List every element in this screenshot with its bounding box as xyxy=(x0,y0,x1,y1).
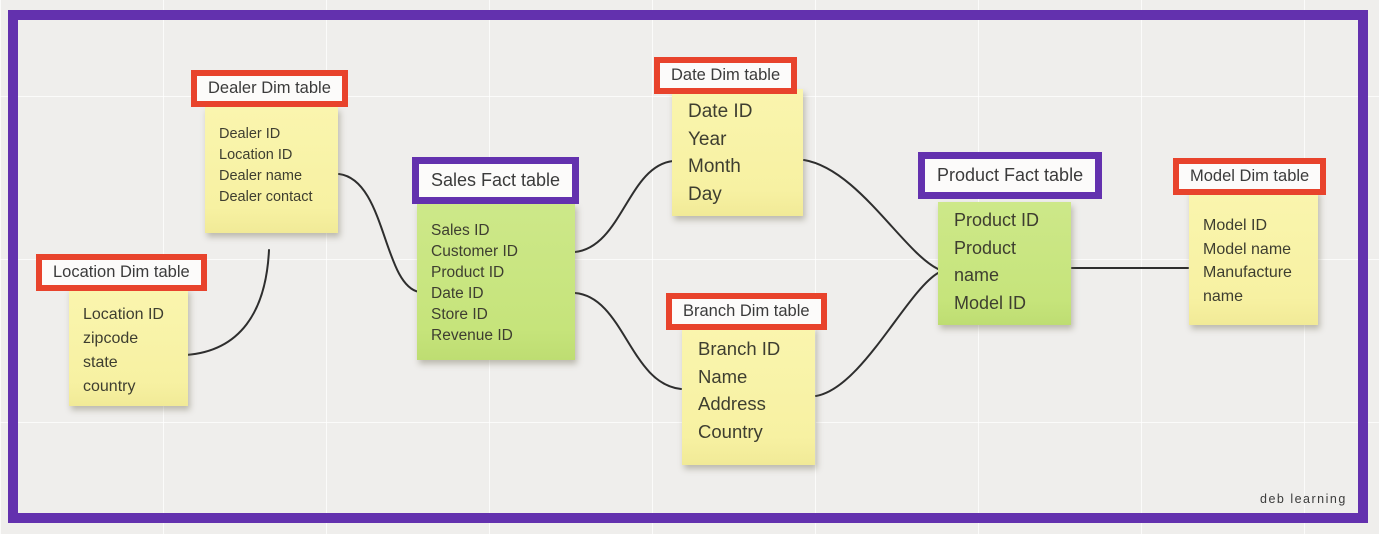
field-customer-id: Customer ID xyxy=(431,243,518,260)
field-model-id: Model ID xyxy=(1203,217,1268,234)
product-fact-table-label: Product Fact table xyxy=(918,152,1103,199)
connector-branch-product xyxy=(815,272,939,397)
dealer-dim-note: Dealer ID Location ID Dealer name Dealer… xyxy=(205,107,338,233)
field-country: country xyxy=(83,378,136,395)
model-dim-table-label: Model Dim table xyxy=(1173,158,1327,195)
branch-dim-table-label: Branch Dim table xyxy=(666,293,827,330)
field-product-id: Product ID xyxy=(431,264,505,281)
sales-fact-note: Sales ID Customer ID Product ID Date ID … xyxy=(417,203,575,360)
connector-sales-branch xyxy=(574,292,682,390)
field-day: Day xyxy=(688,183,722,205)
connector-date-product xyxy=(803,159,939,270)
field-zipcode: zipcode xyxy=(83,330,139,347)
watermark: deb learning xyxy=(1260,492,1347,506)
connector-dealer-sales xyxy=(338,173,420,293)
field-store-id: Store ID xyxy=(431,306,488,323)
date-dim-table-label: Date Dim table xyxy=(654,57,798,94)
field-location-id: Location ID xyxy=(83,306,164,323)
product-fact-note: Product ID Product name Model ID xyxy=(938,202,1071,325)
field-dealer-name: Dealer name xyxy=(219,168,303,184)
field-model-id: Model ID xyxy=(954,292,1027,313)
location-dim-table-label: Location Dim table xyxy=(36,254,207,291)
connector-location-dealer xyxy=(185,249,270,356)
connector-sales-date xyxy=(574,160,674,253)
field-revenue-id: Revenue ID xyxy=(431,327,513,344)
field-month: Month xyxy=(688,156,741,177)
field-branch-id: Branch ID xyxy=(698,338,781,359)
field-date-id: Date ID xyxy=(431,285,484,302)
dealer-dim-table-label: Dealer Dim table xyxy=(191,70,348,107)
branch-dim-note: Branch ID Name Address Country xyxy=(682,326,815,465)
field-sales-id: Sales ID xyxy=(431,222,490,239)
field-product-id: Product ID xyxy=(954,210,1040,230)
field-name: Name xyxy=(698,365,748,387)
field-address: Address xyxy=(698,393,766,414)
model-dim-note: Model ID Model name Manufacture name xyxy=(1189,190,1318,325)
field-location-id: Location ID xyxy=(219,147,293,163)
field-dealer-id: Dealer ID xyxy=(219,126,281,142)
field-manufacture-name: Manufacture name xyxy=(1203,264,1292,305)
date-dim-note: Date ID Year Month Day xyxy=(672,89,803,216)
field-state: state xyxy=(83,354,118,371)
field-date-id: Date ID xyxy=(688,101,753,122)
field-model-name: Model name xyxy=(1203,240,1292,258)
location-dim-note: Location ID zipcode state country xyxy=(69,288,188,406)
field-product-name: Product name xyxy=(954,237,1017,286)
sales-fact-table-label: Sales Fact table xyxy=(412,157,580,204)
field-year: Year xyxy=(688,128,727,150)
field-dealer-contact: Dealer contact xyxy=(219,189,313,205)
field-country: Country xyxy=(698,420,763,442)
